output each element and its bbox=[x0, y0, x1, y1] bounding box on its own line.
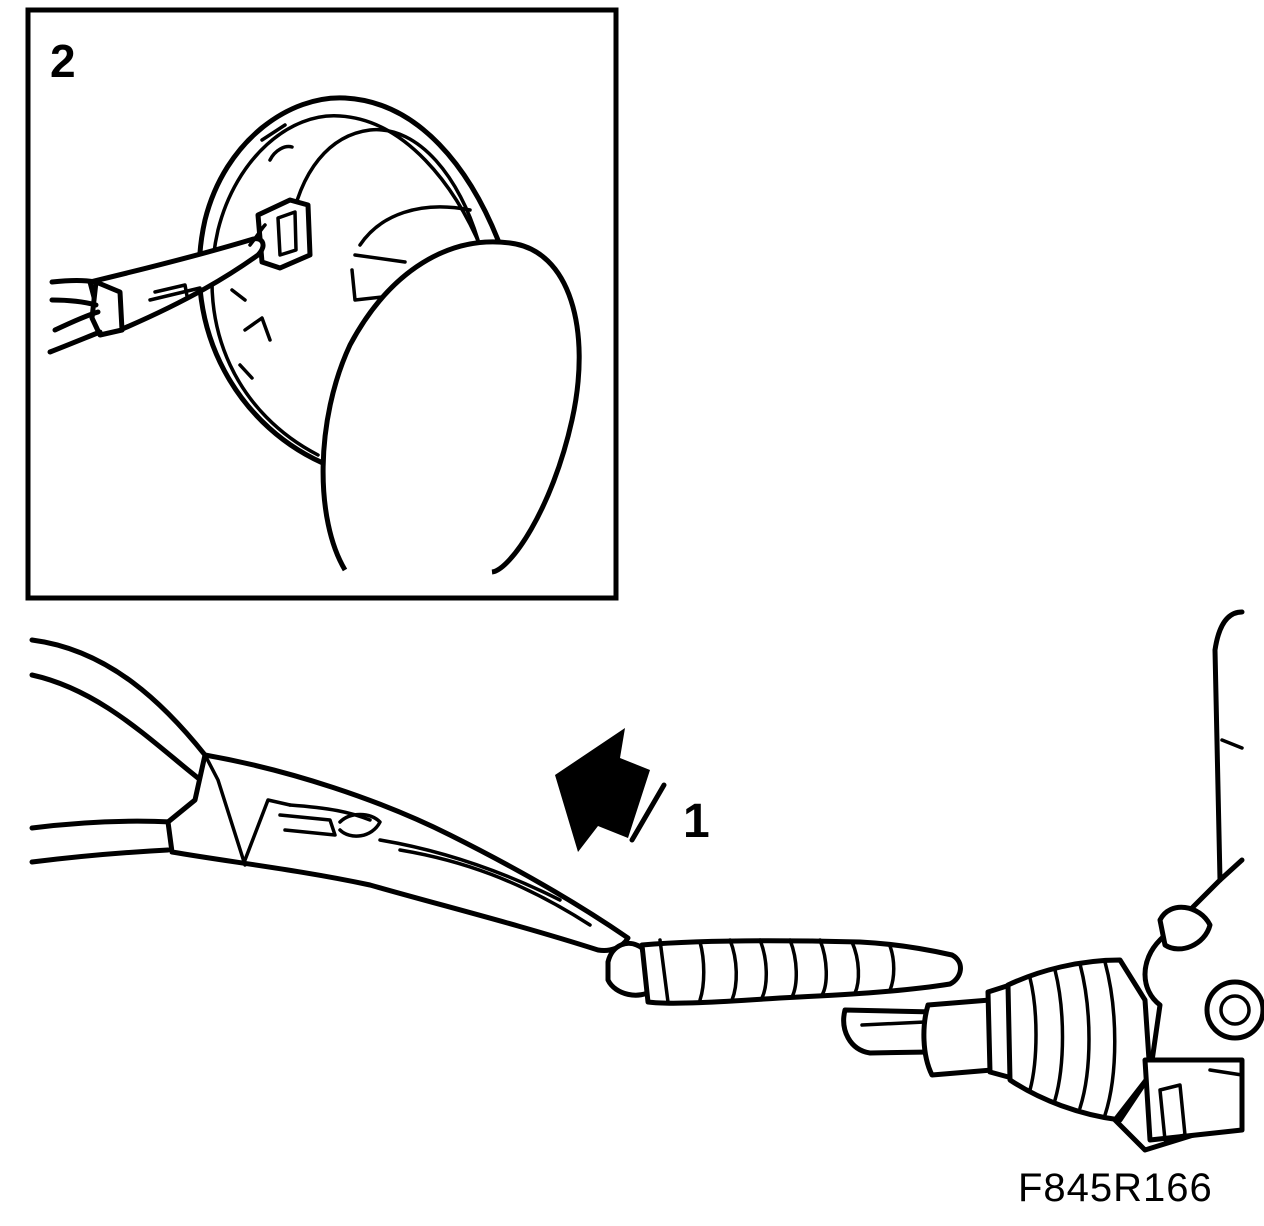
inset-detail-2 bbox=[25, 7, 619, 601]
arrow-icon bbox=[555, 728, 667, 852]
drain-hose bbox=[605, 938, 963, 1006]
step-number-label: 1 bbox=[683, 795, 710, 848]
body-panel bbox=[1112, 609, 1264, 1153]
fuel-door bbox=[320, 239, 582, 575]
figure-code-label: F845R166 bbox=[1018, 1166, 1213, 1210]
inset-number-label: 2 bbox=[50, 35, 76, 87]
drain-nipple bbox=[841, 957, 1153, 1123]
filler-flange bbox=[196, 95, 501, 469]
pliers bbox=[29, 637, 631, 953]
inset-pliers bbox=[47, 223, 267, 355]
